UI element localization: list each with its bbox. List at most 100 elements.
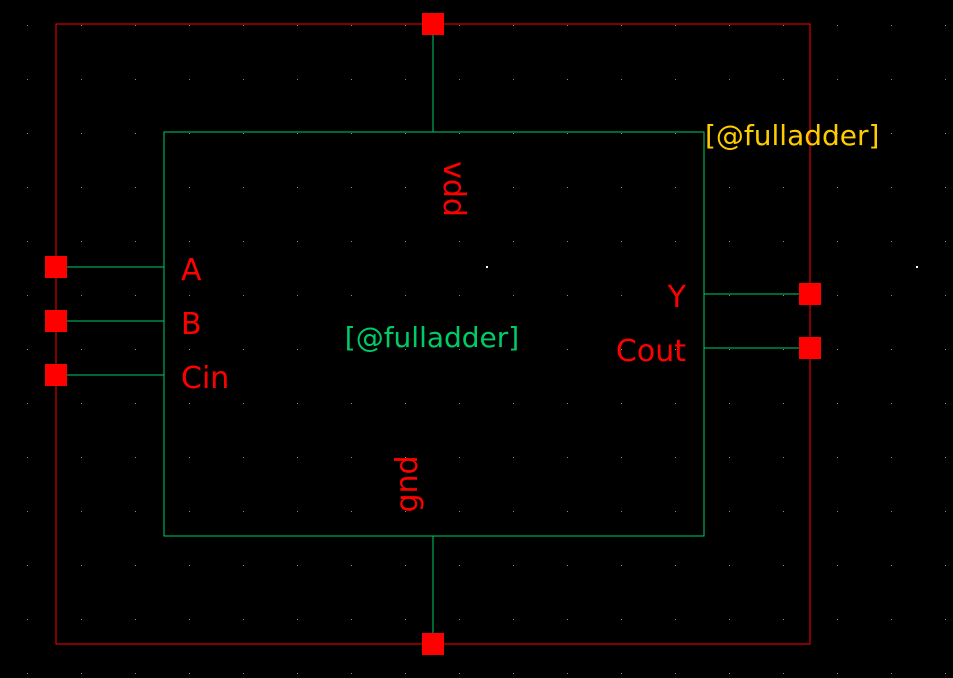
grid-dot <box>783 565 784 566</box>
grid-dot <box>729 511 730 512</box>
grid-dot <box>837 511 838 512</box>
grid-dot <box>351 241 352 242</box>
grid-dot <box>945 295 946 296</box>
grid-dot <box>27 187 28 188</box>
grid-dot <box>675 457 676 458</box>
grid-dot <box>891 511 892 512</box>
grid-dot <box>729 241 730 242</box>
pin-vdd[interactable] <box>422 13 444 35</box>
grid-dot <box>729 403 730 404</box>
grid-dot <box>891 565 892 566</box>
grid-dot <box>783 133 784 134</box>
grid-dot <box>783 25 784 26</box>
grid-dot <box>81 349 82 350</box>
grid-dot <box>459 79 460 80</box>
pin-b[interactable] <box>45 310 67 332</box>
grid-dot <box>783 403 784 404</box>
grid-dot <box>621 25 622 26</box>
grid-dot <box>297 241 298 242</box>
grid-dot <box>729 133 730 134</box>
grid-dot <box>135 25 136 26</box>
grid-dot <box>513 403 514 404</box>
grid-dot <box>567 79 568 80</box>
grid-dot <box>27 511 28 512</box>
grid-dot <box>675 673 676 674</box>
grid-dot <box>243 673 244 674</box>
grid-dot <box>513 565 514 566</box>
grid-dot <box>783 295 784 296</box>
grid-dot <box>567 25 568 26</box>
pin-label-y: Y <box>667 280 687 315</box>
grid-dot <box>675 565 676 566</box>
grid-dot <box>81 133 82 134</box>
grid-dot <box>783 349 784 350</box>
grid-dot <box>135 565 136 566</box>
grid-dot <box>297 79 298 80</box>
grid-dot <box>351 403 352 404</box>
grid-dot <box>729 295 730 296</box>
grid-dot <box>297 295 298 296</box>
grid-dot <box>621 295 622 296</box>
grid-dot <box>135 79 136 80</box>
grid-dot <box>729 457 730 458</box>
cell-name-label: [@fulladder] <box>705 119 879 152</box>
grid-dot <box>945 241 946 242</box>
grid-dot <box>27 133 28 134</box>
grid-dot <box>891 133 892 134</box>
grid-dot <box>729 349 730 350</box>
pin-a[interactable] <box>45 256 67 278</box>
grid-dot <box>567 187 568 188</box>
grid-dot <box>297 673 298 674</box>
grid-dot <box>459 619 460 620</box>
grid-dot <box>945 511 946 512</box>
grid-dot <box>405 187 406 188</box>
grid-dot <box>837 133 838 134</box>
grid-dot <box>189 403 190 404</box>
grid-dot <box>837 241 838 242</box>
grid-dot <box>837 403 838 404</box>
grid-dot <box>945 673 946 674</box>
grid-dot <box>189 565 190 566</box>
grid-dot <box>243 187 244 188</box>
symbol-body[interactable] <box>163 131 705 537</box>
grid-dot <box>513 133 514 134</box>
grid-dot <box>567 565 568 566</box>
grid-dot <box>945 133 946 134</box>
grid-dot <box>297 619 298 620</box>
grid-dot <box>189 241 190 242</box>
grid-dot <box>945 25 946 26</box>
grid-dot <box>837 565 838 566</box>
grid-dot <box>513 673 514 674</box>
pin-cin[interactable] <box>45 364 67 386</box>
grid-dot <box>27 295 28 296</box>
grid-dot <box>945 619 946 620</box>
grid-dot <box>945 403 946 404</box>
grid-dot <box>567 241 568 242</box>
grid-dot <box>135 241 136 242</box>
grid-dot <box>675 349 676 350</box>
grid-dot <box>513 349 514 350</box>
pin-label-cout: Cout <box>616 334 686 369</box>
grid-dot <box>81 619 82 620</box>
grid-dot <box>81 187 82 188</box>
grid-dot <box>675 241 676 242</box>
grid-dot <box>405 511 406 512</box>
grid-dot <box>351 619 352 620</box>
grid-dot <box>675 619 676 620</box>
pin-cout[interactable] <box>799 337 821 359</box>
grid-dot <box>675 511 676 512</box>
grid-dot <box>783 457 784 458</box>
grid-dot <box>297 25 298 26</box>
pin-label-b: B <box>181 307 202 342</box>
pin-y[interactable] <box>799 283 821 305</box>
grid-dot <box>135 295 136 296</box>
grid-dot <box>783 511 784 512</box>
pin-gnd[interactable] <box>422 633 444 655</box>
grid-dot <box>513 187 514 188</box>
grid-dot <box>621 619 622 620</box>
grid-dot <box>351 187 352 188</box>
grid-dot <box>81 403 82 404</box>
grid-dot <box>189 187 190 188</box>
grid-dot <box>891 295 892 296</box>
